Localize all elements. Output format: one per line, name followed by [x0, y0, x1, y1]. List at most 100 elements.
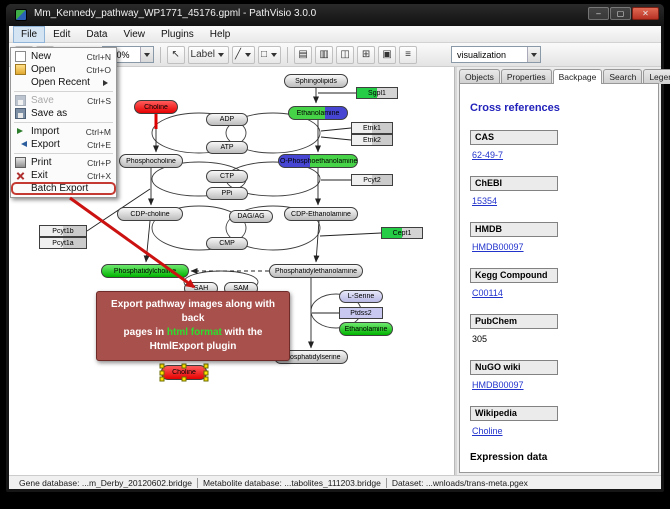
- align-button-3[interactable]: ◫: [336, 45, 355, 64]
- reaction-arc[interactable]: [225, 205, 321, 251]
- node-phosphocholine[interactable]: Phosphocholine: [119, 154, 183, 168]
- callout-line2: pages in html format with the: [103, 326, 283, 340]
- node-cmp[interactable]: CMP: [206, 237, 248, 250]
- node-cdp-ethanolamine[interactable]: CDP-Ethanolamine: [284, 207, 358, 221]
- node-ctp[interactable]: CTP: [206, 170, 248, 183]
- selection-handle[interactable]: [181, 363, 187, 369]
- align-button-4[interactable]: ⊞: [357, 45, 376, 64]
- node-pcyt1a[interactable]: Pcyt1a: [39, 237, 87, 249]
- selection-handle[interactable]: [203, 376, 209, 382]
- node-cdp-choline[interactable]: CDP-choline: [117, 207, 183, 221]
- zoom-value: 100%: [106, 49, 130, 60]
- align-button-1[interactable]: ▤: [294, 45, 313, 64]
- tab-objects[interactable]: Objects: [459, 69, 500, 84]
- close-button[interactable]: ✕: [632, 7, 659, 20]
- xref-value[interactable]: Choline: [472, 426, 503, 436]
- titlebar[interactable]: Mm_Kennedy_pathway_WP1771_45176.gpml - P…: [6, 4, 664, 26]
- node-o-phosphoethanolamine[interactable]: O-Phosphoethanolamine: [278, 154, 358, 168]
- menu-data[interactable]: Data: [86, 28, 108, 40]
- pathway-edge[interactable]: [320, 136, 352, 141]
- line-icon: ╱: [234, 48, 242, 60]
- node-ethanolamine[interactable]: Ethanolamine: [288, 106, 348, 120]
- minimize-button[interactable]: –: [588, 7, 609, 20]
- label-tool-button[interactable]: Label: [187, 45, 229, 64]
- node-sphingolipids[interactable]: Sphingolipids: [284, 74, 348, 88]
- pathway-edge[interactable]: [319, 232, 382, 237]
- node-ethanolamine[interactable]: Ethanolamine: [339, 322, 393, 336]
- tab-legend[interactable]: Legend: [643, 69, 670, 84]
- maximize-button[interactable]: ▢: [610, 7, 631, 20]
- align-button-5[interactable]: ▣: [378, 45, 397, 64]
- selection-handle[interactable]: [159, 370, 165, 375]
- visualization-dropdown-arrow-icon[interactable]: [527, 47, 540, 62]
- node-adp[interactable]: ADP: [206, 113, 248, 126]
- panel-splitter[interactable]: [454, 67, 457, 475]
- node-ptdss2[interactable]: Ptdss2: [339, 307, 383, 319]
- align-icon: ◫: [340, 48, 350, 60]
- node-choline[interactable]: Choline: [159, 363, 209, 382]
- node-cept1[interactable]: Cept1: [381, 227, 423, 239]
- node-phosphatidylcholine[interactable]: Phosphatidylcholine: [101, 264, 189, 278]
- pointer-tool-button[interactable]: ↖: [166, 45, 185, 64]
- selection-handle[interactable]: [203, 370, 209, 375]
- node-label: Sgpl1: [368, 89, 386, 97]
- align-button-2[interactable]: ▥: [315, 45, 334, 64]
- node-atp[interactable]: ATP: [206, 141, 248, 154]
- node-phosphatidylserine[interactable]: Phosphatidylserine: [274, 350, 348, 364]
- file-menu-item-save-as[interactable]: Save as: [11, 107, 116, 120]
- selection-handle[interactable]: [159, 376, 165, 382]
- node-choline[interactable]: Choline: [134, 100, 178, 114]
- reaction-arc[interactable]: [225, 112, 321, 154]
- xref-value[interactable]: 62-49-7: [472, 150, 504, 160]
- align-button-6[interactable]: ≡: [399, 45, 418, 64]
- pathway-edge[interactable]: [320, 127, 352, 132]
- file-menu-item-batch-export[interactable]: Batch Export: [11, 182, 116, 195]
- node-etnk1[interactable]: Etnk1: [351, 122, 393, 134]
- node-dag-ag[interactable]: DAG/AG: [229, 210, 273, 223]
- menu-item-label: Batch Export: [31, 183, 89, 194]
- selection-handle[interactable]: [203, 363, 209, 369]
- import-icon: [15, 126, 26, 137]
- menu-edit[interactable]: Edit: [53, 28, 71, 40]
- reaction-arc[interactable]: [151, 112, 247, 154]
- pathway-edge[interactable]: [143, 220, 151, 263]
- visualization-combobox[interactable]: visualization: [451, 46, 541, 63]
- xref-value[interactable]: 15354: [472, 196, 498, 206]
- window-controls: –▢✕: [588, 7, 659, 20]
- node-pcyt1b[interactable]: Pcyt1b: [39, 225, 87, 237]
- node-pcyt2[interactable]: Pcyt2: [351, 174, 393, 186]
- zoom-dropdown-arrow-icon[interactable]: [139, 47, 153, 62]
- menu-view[interactable]: View: [123, 28, 145, 40]
- pathway-edge[interactable]: [313, 220, 320, 263]
- selection-handle[interactable]: [159, 363, 165, 369]
- node-sgpl1[interactable]: Sgpl1: [356, 87, 398, 99]
- xref-value[interactable]: C00114: [472, 288, 503, 298]
- xref-value[interactable]: HMDB00097: [472, 380, 524, 390]
- file-menu-item-open-recent[interactable]: Open Recent: [11, 76, 116, 89]
- xref-value[interactable]: HMDB00097: [472, 242, 524, 252]
- node-phosphatidylethanolamine[interactable]: Phosphatidylethanolamine: [269, 264, 363, 278]
- tab-properties[interactable]: Properties: [500, 69, 552, 84]
- shape-tool-button[interactable]: □: [258, 45, 282, 64]
- menu-plugins[interactable]: Plugins: [160, 28, 194, 40]
- menu-file[interactable]: File: [13, 25, 46, 43]
- menu-help[interactable]: Help: [209, 28, 231, 40]
- node-etnk2[interactable]: Etnk2: [351, 134, 393, 146]
- node-l-serine[interactable]: L-Serine: [339, 290, 383, 303]
- node-ppi[interactable]: PPi: [206, 187, 248, 200]
- tab-search[interactable]: Search: [603, 69, 643, 84]
- tab-backpage[interactable]: Backpage: [552, 69, 603, 84]
- line-tool-button[interactable]: ╱: [231, 45, 256, 64]
- selection-handle[interactable]: [181, 376, 187, 382]
- xref-name: ChEBI: [470, 176, 558, 191]
- menu-item-label: Export: [31, 139, 60, 150]
